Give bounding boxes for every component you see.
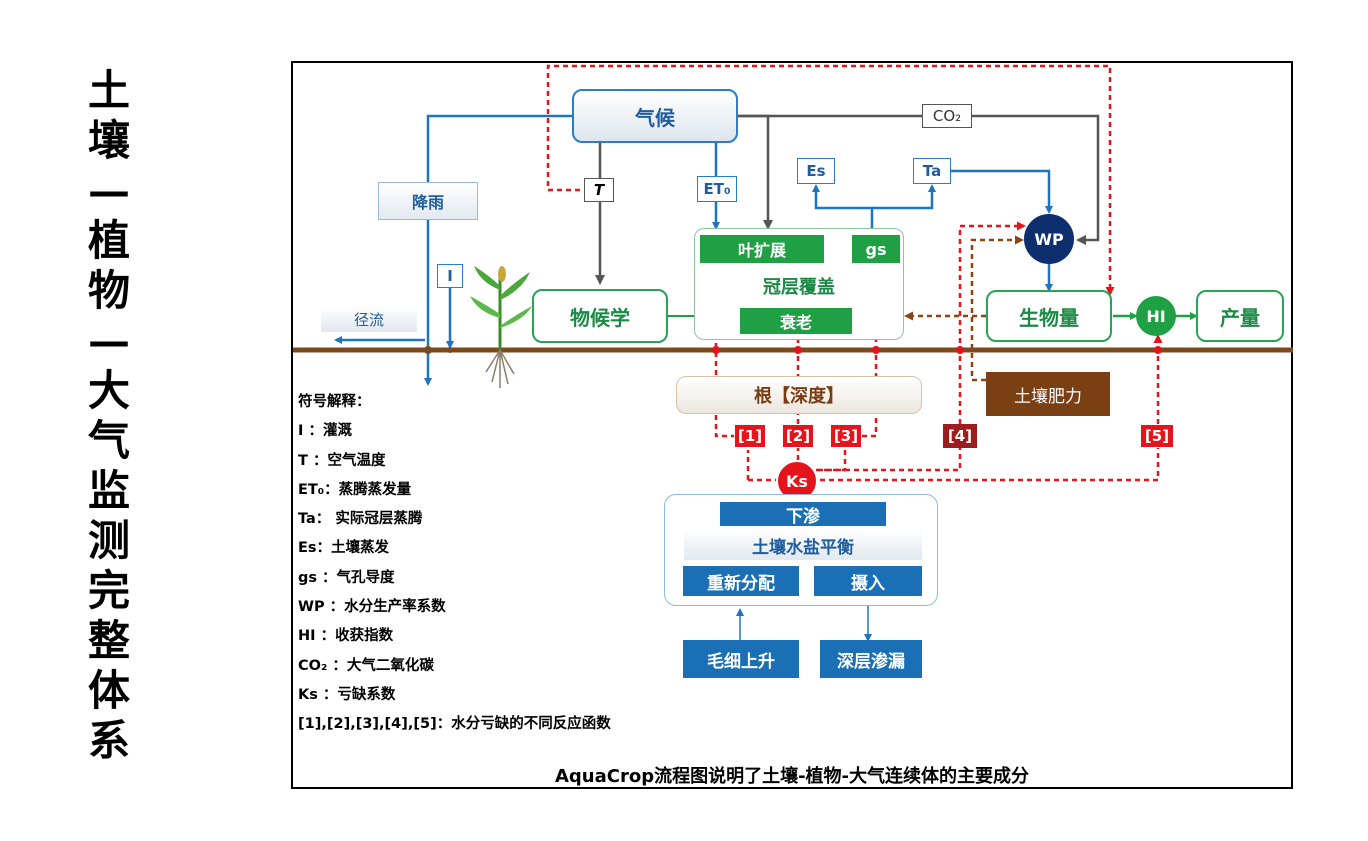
et0-node: ET₀ <box>697 176 737 202</box>
canopy-cover-label: 冠层覆盖 <box>763 277 835 298</box>
hi-node: HI <box>1136 296 1176 336</box>
legend-item: Es：土壤蒸发 <box>298 540 390 557</box>
yield-node: 产量 <box>1196 290 1284 342</box>
deep-drainage-node: 深层渗漏 <box>820 640 922 678</box>
side-title-char: 整 <box>87 616 130 665</box>
diagram-caption: AquaCrop流程图说明了土壤-植物-大气连续体的主要成分 <box>554 766 1030 787</box>
runoff-node: 径流 <box>321 306 417 332</box>
legend-item: CO₂ ：大气二氧化碳 <box>298 657 434 674</box>
side-title-char: — <box>88 166 130 215</box>
side-title-char: 测 <box>87 516 130 565</box>
rain-node: 降雨 <box>378 182 478 220</box>
climate-node: 气候 <box>572 89 738 143</box>
side-title: 土 壤 — 植 物 — 大 气 监 测 完 整 体 系 <box>78 66 140 766</box>
senescence-node: 衰老 <box>740 308 852 334</box>
side-title-char: 土 <box>87 66 130 115</box>
stress-tag-3: [3] <box>830 424 862 448</box>
stress-tag-2: [2] <box>782 424 814 448</box>
percolation-node: 下渗 <box>720 502 886 527</box>
plant-icon <box>470 266 532 388</box>
legend-item: T ：空气温度 <box>298 452 386 469</box>
biomass-node: 生物量 <box>986 290 1112 342</box>
legend-item: 符号解释： <box>298 394 371 410</box>
gs-node: gs <box>852 235 900 263</box>
legend-item: I ：灌溉 <box>298 423 352 440</box>
wp-node: WP <box>1024 214 1074 264</box>
leaf-expansion-node: 叶扩展 <box>700 235 824 263</box>
side-title-char: 大 <box>87 366 130 415</box>
side-title-char: — <box>88 316 130 365</box>
legend-item: Ks ：亏缺系数 <box>298 686 396 703</box>
side-title-char: 体 <box>87 666 130 715</box>
capillary-rise-node: 毛细上升 <box>683 640 799 678</box>
side-title-char: 物 <box>87 266 130 315</box>
redistribution-node: 重新分配 <box>683 566 799 596</box>
legend-item: WP ：水分生产率系数 <box>298 599 446 616</box>
side-title-char: 完 <box>87 566 130 615</box>
legend-item: ET₀：蒸腾蒸发量 <box>298 481 412 498</box>
side-title-char: 气 <box>87 416 130 465</box>
side-title-char: 系 <box>87 716 130 765</box>
co2-node: CO₂ <box>922 104 972 128</box>
legend-item: gs ：气孔导度 <box>298 569 395 586</box>
es-node: Es <box>797 158 835 184</box>
stress-tag-5: [5] <box>1140 424 1174 448</box>
symbol-legend: 符号解释： I ：灌溉 T ：空气温度 ET₀：蒸腾蒸发量 Ta： 实际冠层蒸腾… <box>298 388 611 740</box>
irrigation-node: I <box>437 264 463 288</box>
side-title-char: 监 <box>87 466 130 515</box>
stress-tag-1: [1] <box>734 424 766 448</box>
root-depth-node: 根【深度】 <box>676 376 922 414</box>
stress-tag-4: [4] <box>943 424 977 448</box>
phenology-node: 物候学 <box>532 289 668 343</box>
ta-node: Ta <box>913 158 951 184</box>
temperature-node: T <box>584 178 614 202</box>
side-title-char: 植 <box>87 216 130 265</box>
legend-item: Ta： 实际冠层蒸腾 <box>298 511 423 528</box>
legend-item: [1],[2],[3],[4],[5]：水分亏缺的不同反应函数 <box>298 716 611 733</box>
side-title-char: 壤 <box>87 116 130 165</box>
soil-water-salt-balance: 土壤水盐平衡 <box>684 530 922 560</box>
soil-fertility-node: 土壤肥力 <box>986 372 1110 416</box>
legend-item: HI ：收获指数 <box>298 628 394 645</box>
uptake-node: 摄入 <box>814 566 922 596</box>
